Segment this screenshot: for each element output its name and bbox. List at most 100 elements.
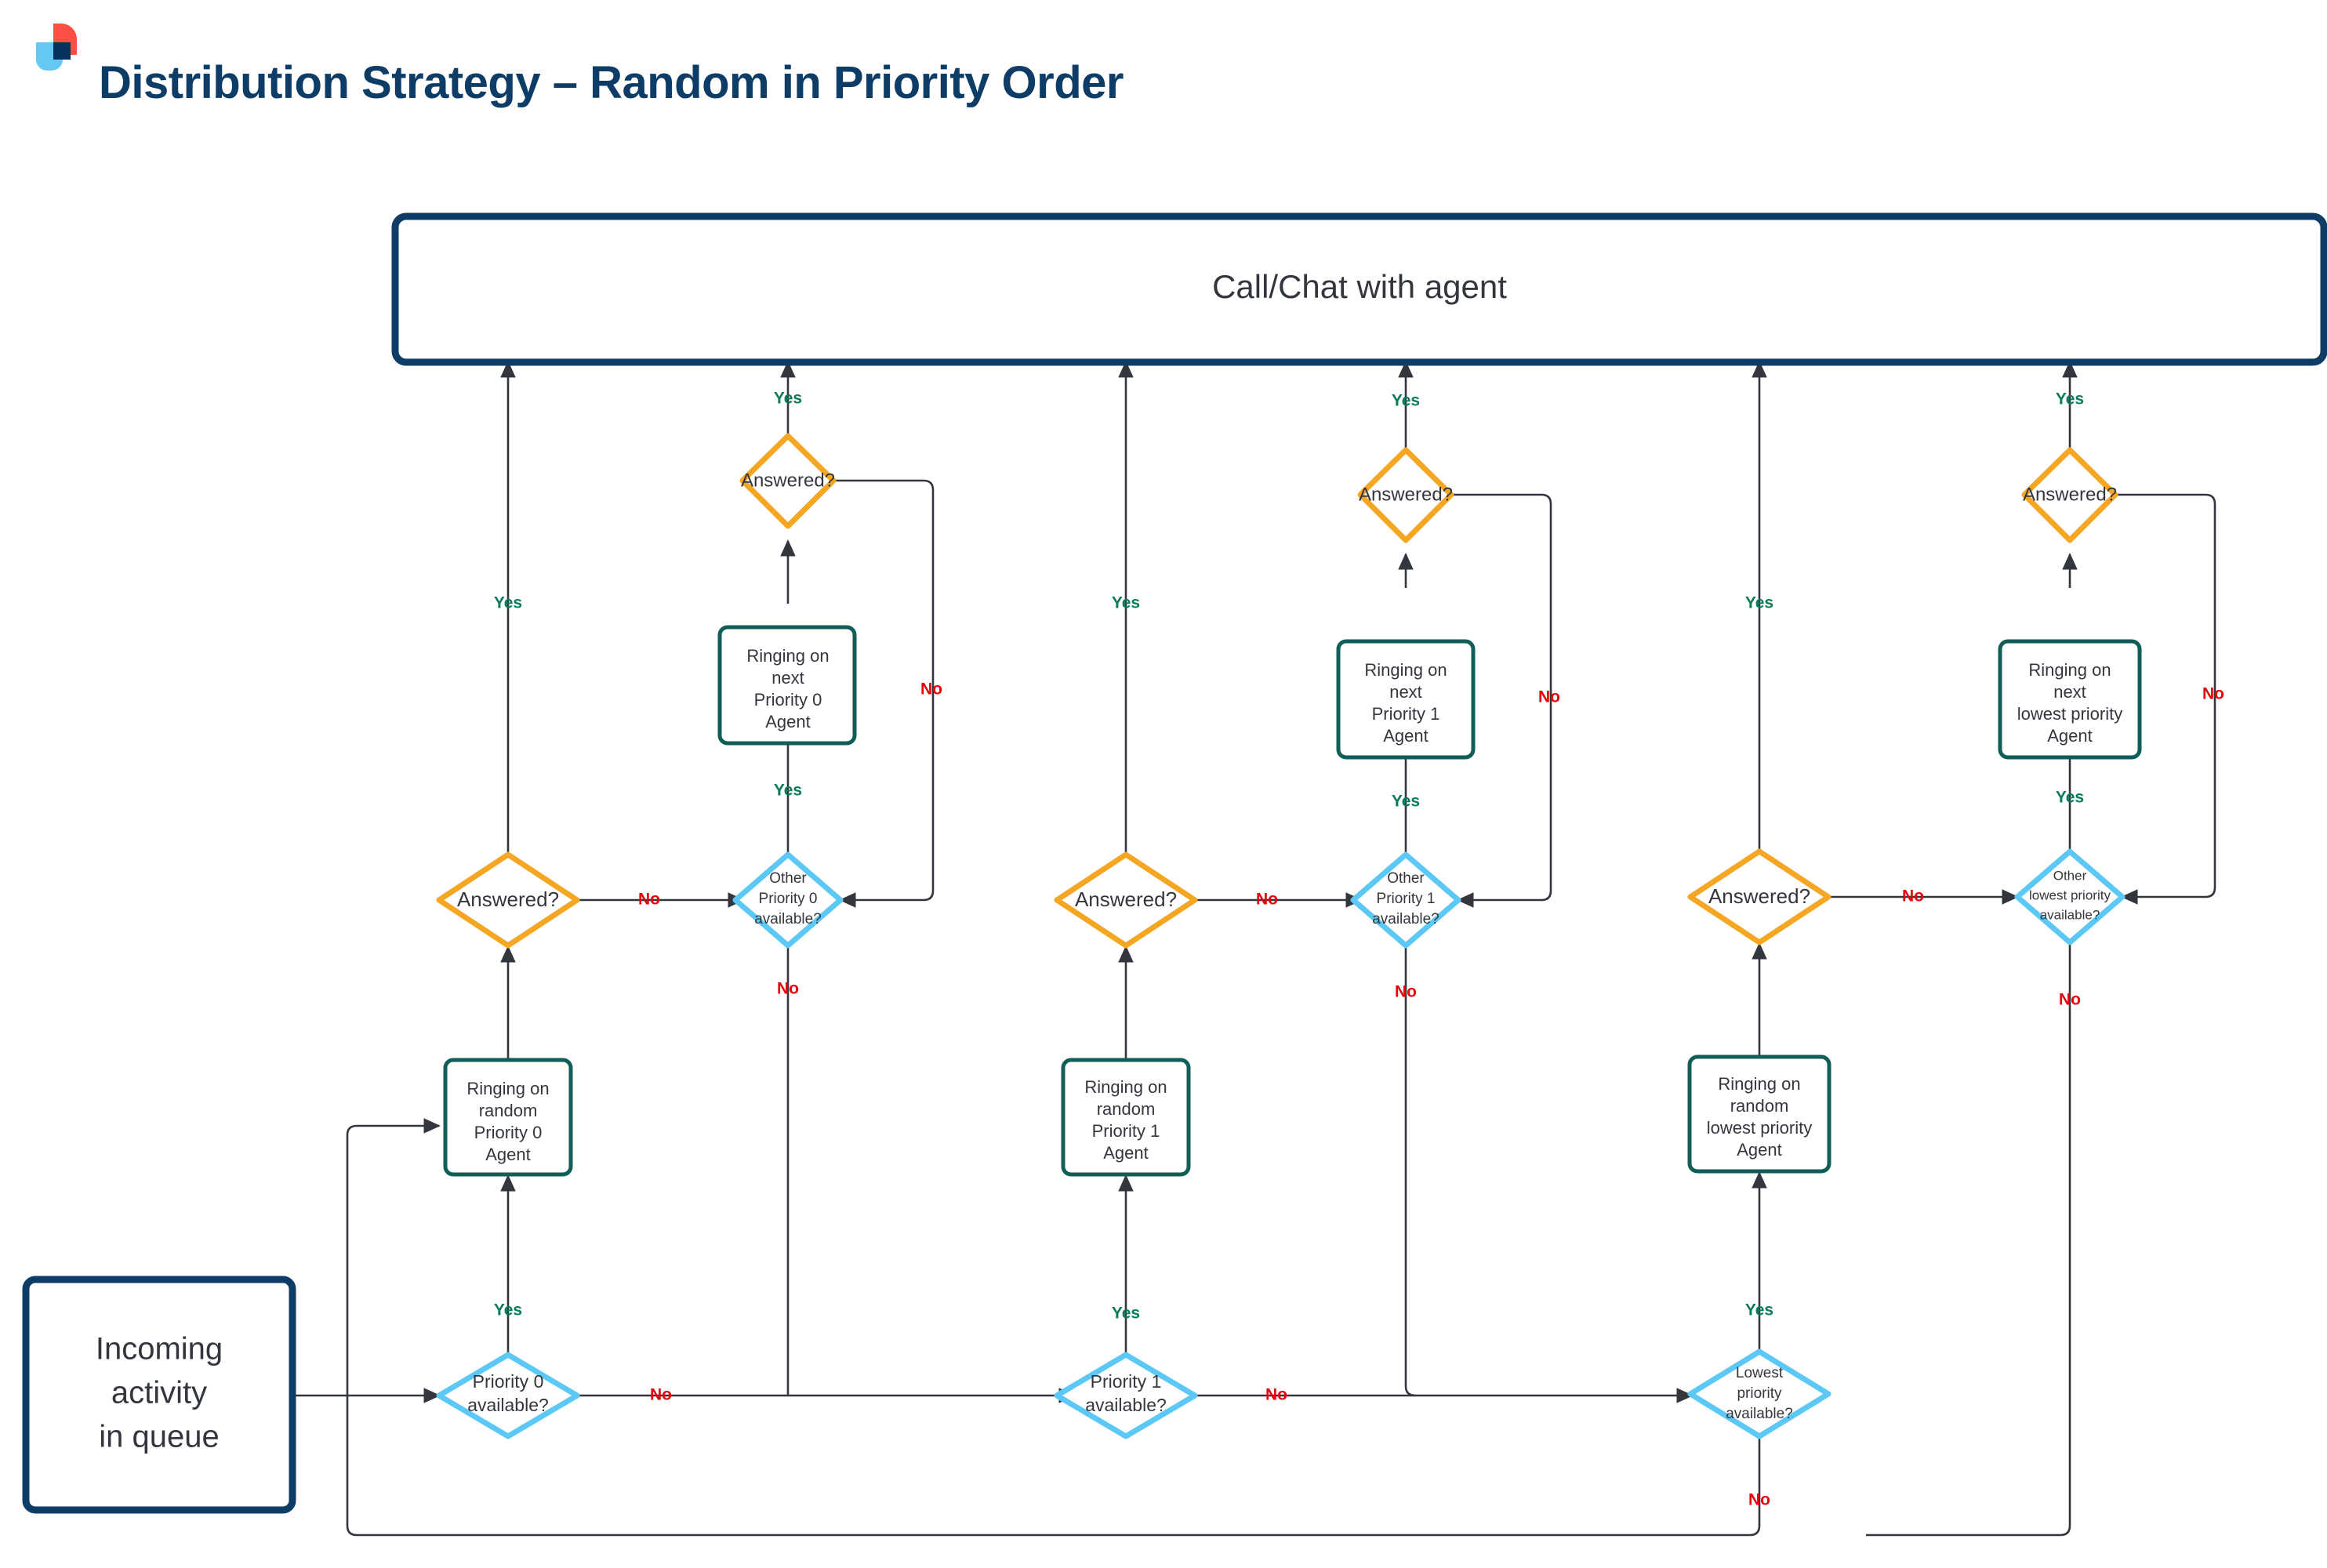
node-incoming-activity-in-queue[interactable]: Incoming activity in queue xyxy=(22,1276,296,1514)
edge-label-yes: Yes xyxy=(774,390,802,408)
node-label-line: Incoming xyxy=(96,1332,223,1367)
node-label-line: in queue xyxy=(99,1420,219,1454)
edge-label-no: No xyxy=(1902,887,1924,906)
edge-label-yes: Yes xyxy=(2056,390,2084,408)
node-label-line: Other xyxy=(769,870,807,887)
node-priority-1-available[interactable]: Priority 1 available? xyxy=(1054,1352,1198,1439)
edge-label-no: No xyxy=(1265,1386,1287,1404)
node-label-line: random xyxy=(1097,1099,1156,1119)
edge-lp-available-no xyxy=(346,1118,1761,1537)
node-label-line: Answered? xyxy=(1075,887,1177,911)
node-answered-lower-priority-0[interactable]: Answered? xyxy=(436,851,580,949)
node-label: Call/Chat with agent xyxy=(1212,268,1507,305)
node-label-line: next xyxy=(2053,682,2086,702)
edge-p1-answered-upper-no xyxy=(1451,493,1552,908)
edge-labels-layer: Yes No Yes No Yes No Yes No Yes No Yes N… xyxy=(494,390,2224,1509)
node-label-line: Priority 1 xyxy=(1377,891,1436,907)
node-label-line: Answered? xyxy=(1359,484,1453,505)
node-label-line: available? xyxy=(754,911,822,927)
node-label-line: lowest priority xyxy=(1707,1118,1812,1138)
edge-label-no: No xyxy=(1748,1491,1770,1509)
node-label-line: Answered? xyxy=(741,470,835,491)
edge-label-yes: Yes xyxy=(494,594,522,612)
node-label-line: Priority 1 xyxy=(1372,704,1440,724)
page-title: Distribution Strategy – Random in Priori… xyxy=(99,57,1124,108)
node-other-priority-0-available[interactable]: Other Priority 0 available? xyxy=(732,851,844,949)
node-ringing-next-lowest-priority-agent[interactable]: Ringing on next lowest priority Agent xyxy=(1998,639,2142,760)
edge-label-yes: Yes xyxy=(2056,789,2084,807)
edge-lp-other-no xyxy=(1866,942,2071,1537)
edge-label-yes: Yes xyxy=(1392,793,1420,811)
node-label-line: Agent xyxy=(765,712,811,731)
node-label-line: available? xyxy=(1085,1395,1167,1415)
edge-lp-answered-upper-no xyxy=(2115,493,2216,905)
node-answered-upper-lowest-priority[interactable]: Answered? xyxy=(2021,447,2118,543)
node-label-line: Agent xyxy=(485,1145,531,1164)
brand-logo xyxy=(30,17,80,72)
node-priority-0-available[interactable]: Priority 0 available? xyxy=(436,1352,580,1439)
node-label-line: next xyxy=(771,668,804,688)
edge-label-no: No xyxy=(2059,991,2081,1009)
node-ringing-random-priority-0-agent[interactable]: Ringing on random Priority 0 Agent xyxy=(443,1058,573,1177)
node-label-line: Agent xyxy=(1103,1143,1149,1163)
edge-label-yes: Yes xyxy=(494,1301,522,1319)
node-label-line: available? xyxy=(1372,911,1439,927)
edge-label-no: No xyxy=(920,681,942,699)
node-ringing-random-lowest-priority-agent[interactable]: Ringing on random lowest priority Agent xyxy=(1687,1054,1831,1174)
edge-label-no: No xyxy=(2202,685,2224,703)
edge-label-yes: Yes xyxy=(774,782,802,800)
node-other-lowest-priority-available[interactable]: Other lowest priority available? xyxy=(2014,848,2126,946)
node-label-line: Other xyxy=(2053,868,2087,883)
edges-layer xyxy=(293,361,2216,1537)
logo-navy-square xyxy=(53,42,71,60)
node-label-line: Other xyxy=(1387,870,1425,887)
node-label-line: activity xyxy=(111,1376,207,1410)
node-label-line: Answered? xyxy=(1708,884,1810,908)
node-answered-upper-priority-1[interactable]: Answered? xyxy=(1357,447,1454,543)
edge-label-no: No xyxy=(650,1386,672,1404)
node-label-line: Ringing on xyxy=(746,646,829,666)
node-lowest-priority-available[interactable]: Lowest priority available? xyxy=(1687,1348,1831,1439)
node-label-line: Lowest xyxy=(1736,1365,1784,1381)
edge-label-yes: Yes xyxy=(1112,1305,1140,1323)
node-label-line: Priority 0 xyxy=(473,1371,544,1392)
node-ringing-next-priority-1-agent[interactable]: Ringing on next Priority 1 Agent xyxy=(1336,639,1476,760)
node-ringing-random-priority-1-agent[interactable]: Ringing on random Priority 1 Agent xyxy=(1061,1058,1191,1177)
node-label-line: available? xyxy=(2040,907,2100,922)
edge-label-yes: Yes xyxy=(1392,392,1420,410)
edge-label-no: No xyxy=(1538,688,1560,706)
node-answered-lower-lowest-priority[interactable]: Answered? xyxy=(1687,848,1831,946)
node-label-line: available? xyxy=(1726,1406,1793,1422)
node-answered-lower-priority-1[interactable]: Answered? xyxy=(1054,851,1198,949)
edge-label-yes: Yes xyxy=(1745,594,1773,612)
node-label-line: Ringing on xyxy=(1718,1074,1800,1094)
edge-label-no: No xyxy=(1395,983,1417,1001)
node-label-line: Answered? xyxy=(2023,484,2117,505)
edge-label-no: No xyxy=(777,980,799,998)
node-label-line: Ringing on xyxy=(2028,660,2111,680)
edge-p0-answered-upper-no xyxy=(833,479,935,908)
node-label-line: Agent xyxy=(1737,1140,1782,1160)
node-label-line: Priority 0 xyxy=(754,690,822,710)
edge-p1-other-no xyxy=(1404,946,1416,1397)
node-label-line: Priority 1 xyxy=(1091,1371,1162,1392)
node-label-line: next xyxy=(1389,682,1422,702)
edge-label-yes: Yes xyxy=(1112,594,1140,612)
edge-label-no: No xyxy=(638,891,660,909)
node-other-priority-1-available[interactable]: Other Priority 1 available? xyxy=(1350,851,1461,949)
node-label-line: lowest priority xyxy=(2017,704,2122,724)
node-call-chat-with-agent[interactable]: Call/Chat with agent xyxy=(391,212,2327,366)
node-label-line: Ringing on xyxy=(1084,1077,1167,1097)
node-label-line: Priority 1 xyxy=(1092,1121,1160,1141)
edge-label-no: No xyxy=(1256,891,1278,909)
node-label-line: random xyxy=(479,1101,538,1120)
edge-label-yes: Yes xyxy=(1745,1301,1773,1319)
node-label-line: Priority 0 xyxy=(474,1123,543,1142)
node-label-line: Ringing on xyxy=(1364,660,1447,680)
node-ringing-next-priority-0-agent[interactable]: Ringing on next Priority 0 Agent xyxy=(717,625,857,746)
node-label-line: random xyxy=(1730,1096,1789,1116)
node-answered-upper-priority-0[interactable]: Answered? xyxy=(739,433,837,529)
node-label-line: Answered? xyxy=(457,887,559,911)
node-label-line: available? xyxy=(467,1395,549,1415)
